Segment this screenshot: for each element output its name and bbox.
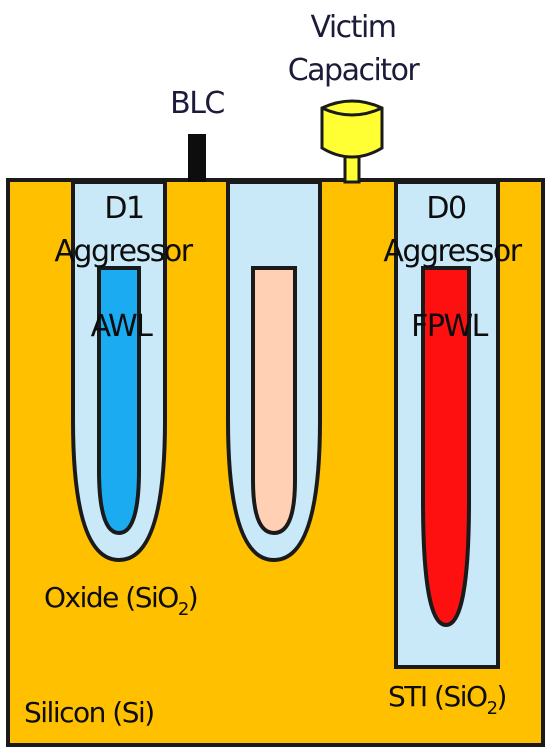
victim-capacitor [320,99,384,159]
d0-aggressor-label: Aggressor [383,234,522,269]
capacitor-stem [343,153,361,184]
victim-label-line1: Victim [310,10,395,45]
fpwl-gate [421,266,471,628]
oxide-label: Oxide (SiO2) [44,581,197,620]
sti-label-subscript: 2 [487,698,497,719]
awl-label: AWL [91,309,154,344]
blc-contact [188,134,206,182]
blc-label: BLC [170,86,224,121]
victim-label-line2: Capacitor [288,53,421,88]
sti-label-close: ) [497,680,506,713]
sti-label-main: STI (SiO [388,680,487,713]
d1-aggressor-label: Aggressor [54,234,193,269]
d1-label: D1 [104,191,143,226]
fpwl-label: FPWL [411,309,489,344]
d0-label: D0 [426,191,466,226]
awl-gate [97,266,141,536]
oxide-label-subscript: 2 [178,599,188,620]
victim-gate [251,266,297,536]
silicon-label: Silicon (Si) [24,696,154,729]
capacitor-top-rim [321,106,383,117]
sti-label: STI (SiO2) [388,680,506,719]
oxide-label-main: Oxide (SiO [44,581,178,614]
oxide-label-close: ) [188,581,197,614]
